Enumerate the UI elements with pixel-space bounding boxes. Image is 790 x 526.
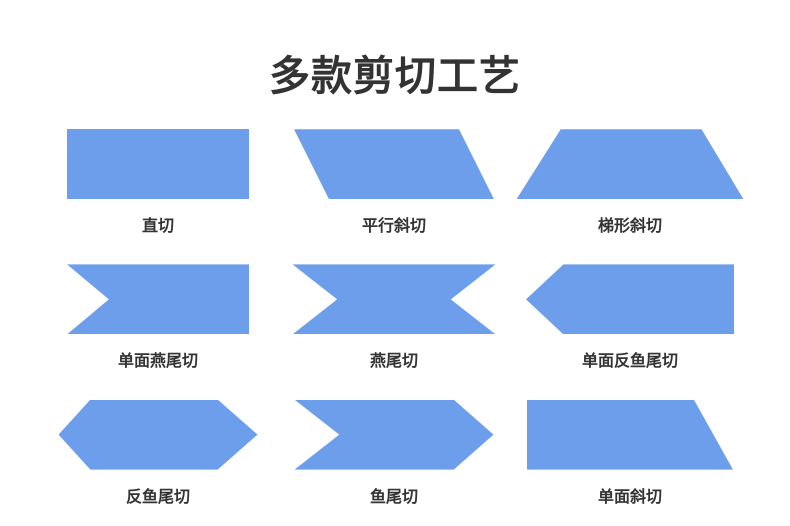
- shape-trapezoid-bevel-cut: [516, 129, 744, 200]
- page-title: 多款剪切工艺: [269, 53, 521, 99]
- process-item-parallel-bevel-cut: 平行斜切: [294, 129, 494, 236]
- process-item-reverse-fishtail-cut: 反鱼尾切: [58, 399, 258, 507]
- cut-style-grid: 直切 平行斜切 梯形斜切 单面燕尾切 燕尾切 单面反鱼尾切 反鱼尾切: [40, 129, 750, 507]
- shape-label: 鱼尾切: [369, 488, 418, 506]
- shape-single-reverse-fishtail-cut: [526, 264, 734, 335]
- shape-reverse-fishtail-cut: [58, 399, 258, 470]
- shape-label: 单面反鱼尾切: [581, 353, 678, 371]
- shape-fishtail-cut: [294, 399, 494, 470]
- process-item-fishtail-cut: 鱼尾切: [294, 399, 494, 507]
- shape-label: 反鱼尾切: [125, 488, 190, 506]
- process-item-single-dovetail-cut: 单面燕尾切: [67, 264, 249, 371]
- shape-single-dovetail-cut: [67, 264, 249, 335]
- shape-label: 单面斜切: [597, 488, 662, 506]
- process-item-dovetail-cut: 燕尾切: [292, 264, 496, 371]
- shape-parallel-bevel-cut: [294, 129, 494, 200]
- shape-dovetail-cut: [292, 264, 496, 335]
- shape-label: 单面燕尾切: [117, 353, 198, 371]
- shape-straight-cut: [67, 129, 249, 200]
- shape-single-bevel-cut: [527, 399, 733, 470]
- process-item-trapezoid-bevel-cut: 梯形斜切: [516, 129, 744, 236]
- process-item-single-bevel-cut: 单面斜切: [527, 399, 733, 507]
- shape-label: 平行斜切: [361, 218, 426, 236]
- shape-label: 燕尾切: [369, 353, 418, 371]
- shape-label: 梯形斜切: [597, 218, 662, 236]
- process-item-single-reverse-fishtail-cut: 单面反鱼尾切: [526, 264, 734, 371]
- process-item-straight-cut: 直切: [67, 129, 249, 236]
- shape-label: 直切: [141, 218, 174, 236]
